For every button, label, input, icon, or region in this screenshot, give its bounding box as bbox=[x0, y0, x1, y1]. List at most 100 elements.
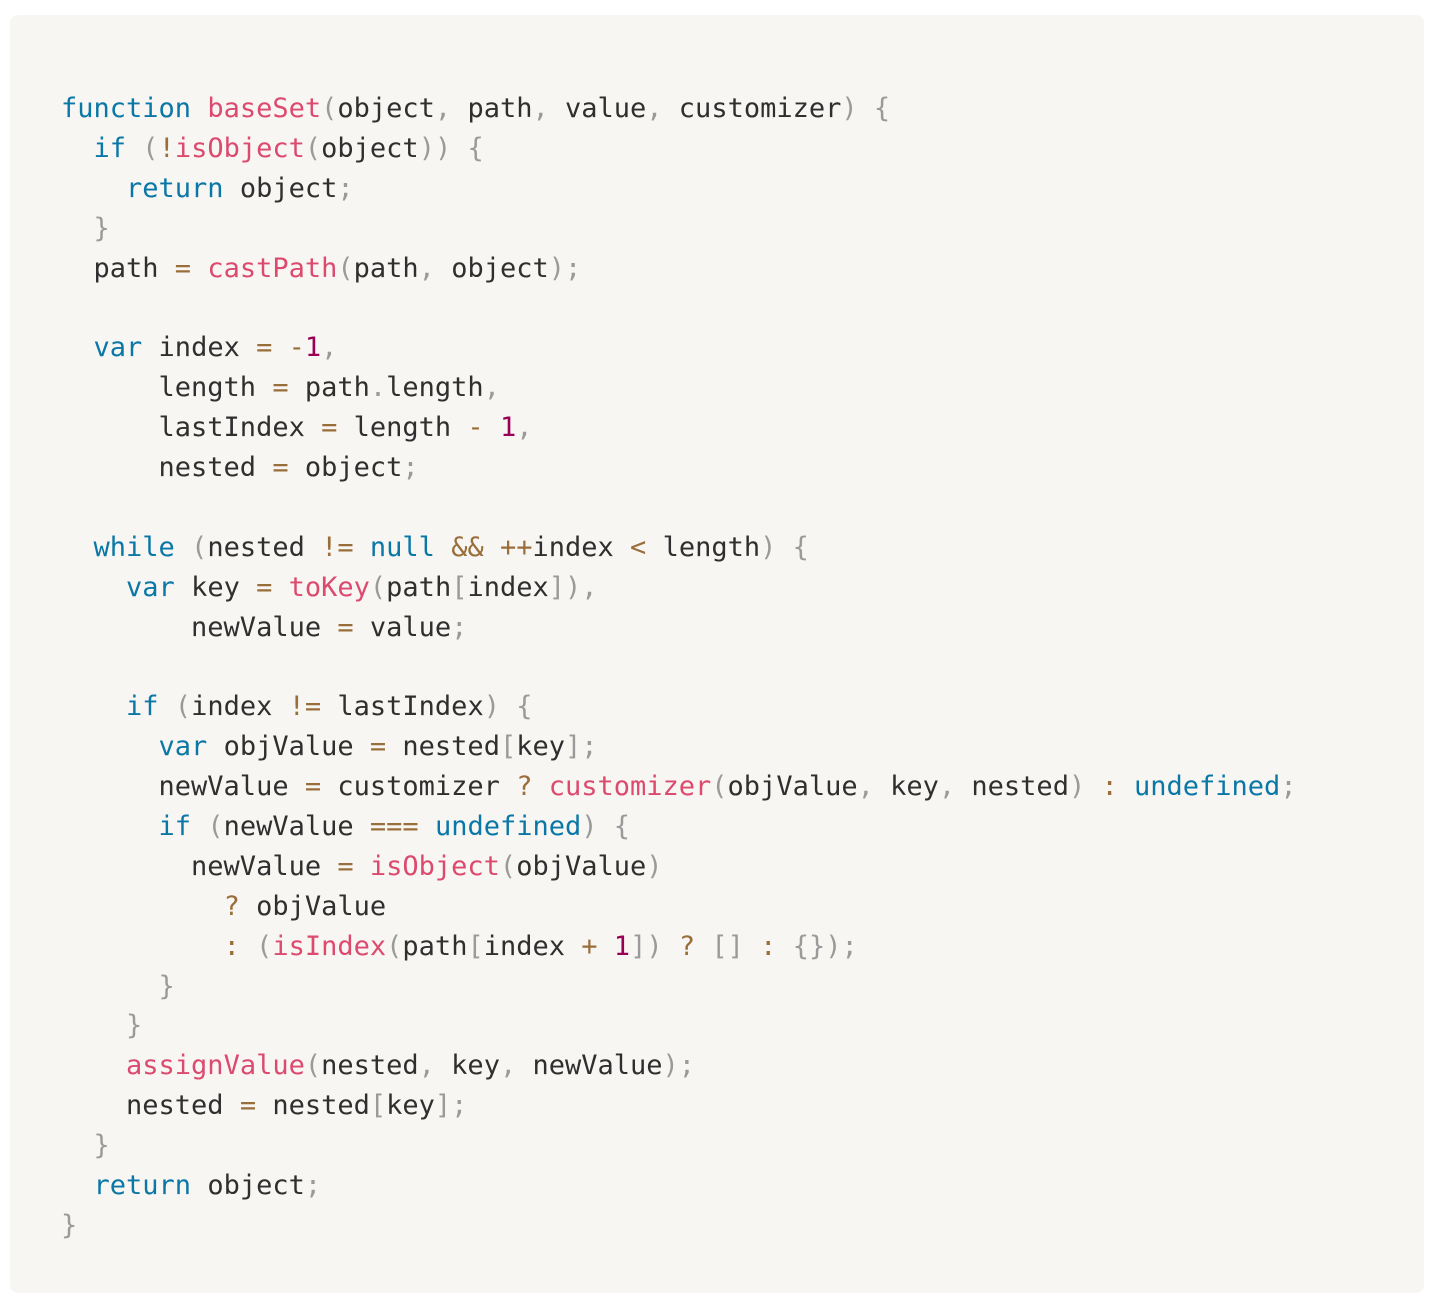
code-token-plain bbox=[61, 971, 159, 1002]
code-token-punct: , bbox=[646, 93, 663, 124]
code-token-plain: newValue bbox=[61, 850, 338, 882]
code-line: } bbox=[61, 1126, 1424, 1166]
code-token-punct: ; bbox=[304, 1170, 322, 1202]
code-token-punct: ( bbox=[711, 771, 728, 803]
code-token-plain bbox=[61, 1050, 126, 1081]
code-token-plain bbox=[61, 811, 159, 842]
code-token-plain: path bbox=[451, 93, 533, 124]
code-line: if (newValue === undefined) { bbox=[61, 807, 1424, 847]
code-token-operator: + bbox=[581, 930, 598, 962]
code-token-punct: ) bbox=[1068, 771, 1086, 803]
code-token-punct: ) bbox=[646, 850, 663, 882]
code-token-plain: objValue bbox=[239, 890, 387, 922]
code-token-operator: = bbox=[256, 571, 273, 603]
code-token-punct: ( bbox=[304, 1050, 322, 1082]
code-token-plain bbox=[240, 931, 256, 962]
code-token-keyword: if bbox=[158, 811, 192, 843]
code-token-punct: ( bbox=[369, 571, 387, 603]
code-line: function baseSet(object, path, value, cu… bbox=[61, 89, 1424, 129]
code-token-keyword: return bbox=[93, 1170, 192, 1202]
code-token-plain: key bbox=[873, 771, 939, 803]
code-token-punct: , bbox=[857, 771, 874, 803]
code-token-operator: = bbox=[239, 1090, 257, 1122]
code-token-plain: nested bbox=[61, 1090, 240, 1122]
code-line: var objValue = nested[key]; bbox=[61, 727, 1424, 767]
code-token-operator: ? bbox=[516, 771, 533, 803]
code-token-punct: , bbox=[418, 252, 435, 284]
code-token-punct: , bbox=[434, 93, 452, 124]
code-token-plain bbox=[61, 1010, 126, 1041]
code-token-punct: ( bbox=[304, 132, 322, 164]
code-line: while (nested != null && ++index < lengt… bbox=[61, 528, 1424, 568]
code-token-punct: , bbox=[418, 1050, 435, 1082]
code-token-punct: ( bbox=[207, 811, 224, 843]
code-token-operator: = bbox=[272, 372, 289, 404]
code-token-operator: : bbox=[760, 930, 777, 962]
code-token-plain: nested bbox=[955, 771, 1069, 803]
code-token-plain: index bbox=[483, 930, 582, 962]
code-token-function: assignValue bbox=[126, 1050, 305, 1082]
code-token-plain: lastIndex bbox=[61, 412, 322, 444]
code-token-plain bbox=[354, 851, 370, 882]
code-token-keyword: while bbox=[93, 531, 175, 563]
code-token-punct: )) bbox=[418, 132, 452, 164]
code-token-punct: [ bbox=[467, 930, 484, 962]
code-token-plain: path bbox=[288, 372, 370, 404]
code-token-plain bbox=[61, 133, 94, 164]
code-token-punct: ) bbox=[760, 531, 777, 563]
code-token-plain bbox=[61, 572, 126, 603]
code-token-punct: , bbox=[516, 412, 533, 444]
code-token-plain bbox=[484, 412, 500, 443]
code-token-operator: : bbox=[1101, 771, 1118, 803]
code-token-plain: key bbox=[434, 1050, 500, 1082]
code-line: length = path.length, bbox=[61, 368, 1424, 408]
code-block: function baseSet ( object, path, value, cu… bbox=[10, 15, 1424, 1293]
code-token-plain bbox=[61, 1130, 94, 1161]
code-token-number: 1 bbox=[304, 332, 322, 364]
code-token-plain bbox=[272, 332, 288, 363]
code-token-number: 1 bbox=[613, 930, 631, 962]
code-token-plain bbox=[61, 173, 126, 204]
code-token-keyword: if bbox=[93, 132, 127, 164]
code-token-plain bbox=[61, 1170, 94, 1201]
code-token-punct: ( bbox=[174, 691, 192, 723]
code-token-plain bbox=[744, 931, 760, 962]
code-token-plain bbox=[175, 532, 191, 563]
code-line: newValue = isObject(objValue) bbox=[61, 847, 1424, 887]
code-listing: function baseSet ( object, path, value, cu… bbox=[61, 89, 1424, 1246]
code-token-keyword: var bbox=[93, 332, 143, 364]
code-token-operator: === bbox=[369, 811, 419, 843]
code-token-plain: object bbox=[191, 1170, 305, 1202]
code-line: var key = toKey(path[index]), bbox=[61, 568, 1424, 608]
code-token-keyword: function bbox=[61, 93, 192, 124]
code-token-plain: path bbox=[386, 571, 452, 603]
code-token-function: baseSet bbox=[207, 93, 322, 124]
code-token-punct: ]; bbox=[565, 731, 598, 763]
code-token-plain bbox=[663, 931, 679, 962]
code-line: if (!isObject(object)) { bbox=[61, 129, 1424, 169]
code-token-plain bbox=[272, 572, 288, 603]
code-token-plain: objValue bbox=[516, 850, 647, 882]
code-token-keyword: return bbox=[126, 172, 224, 204]
code-token-operator: ? bbox=[223, 890, 240, 922]
code-token-plain: lastIndex bbox=[321, 691, 484, 723]
code-token-plain: nested bbox=[321, 1050, 419, 1082]
code-token-number: 1 bbox=[499, 412, 517, 444]
code-line bbox=[61, 488, 1424, 528]
code-line: } bbox=[61, 967, 1424, 1007]
code-token-plain bbox=[61, 691, 126, 722]
code-token-function: isObject bbox=[369, 850, 500, 882]
code-token-function: isIndex bbox=[272, 930, 387, 962]
code-token-plain: value bbox=[548, 93, 647, 124]
code-token-operator: = bbox=[369, 731, 387, 763]
code-token-plain bbox=[598, 931, 614, 962]
code-token-plain: object bbox=[288, 452, 403, 484]
code-token-plain: index bbox=[142, 332, 257, 364]
code-token-plain bbox=[532, 771, 548, 802]
code-token-plain bbox=[191, 811, 207, 842]
code-line: assignValue(nested, key, newValue); bbox=[61, 1046, 1424, 1086]
code-token-punct: ]) bbox=[630, 930, 663, 962]
code-token-plain: nested bbox=[256, 1090, 370, 1122]
code-token-function: customizer bbox=[548, 771, 712, 803]
code-line: } bbox=[61, 209, 1424, 249]
